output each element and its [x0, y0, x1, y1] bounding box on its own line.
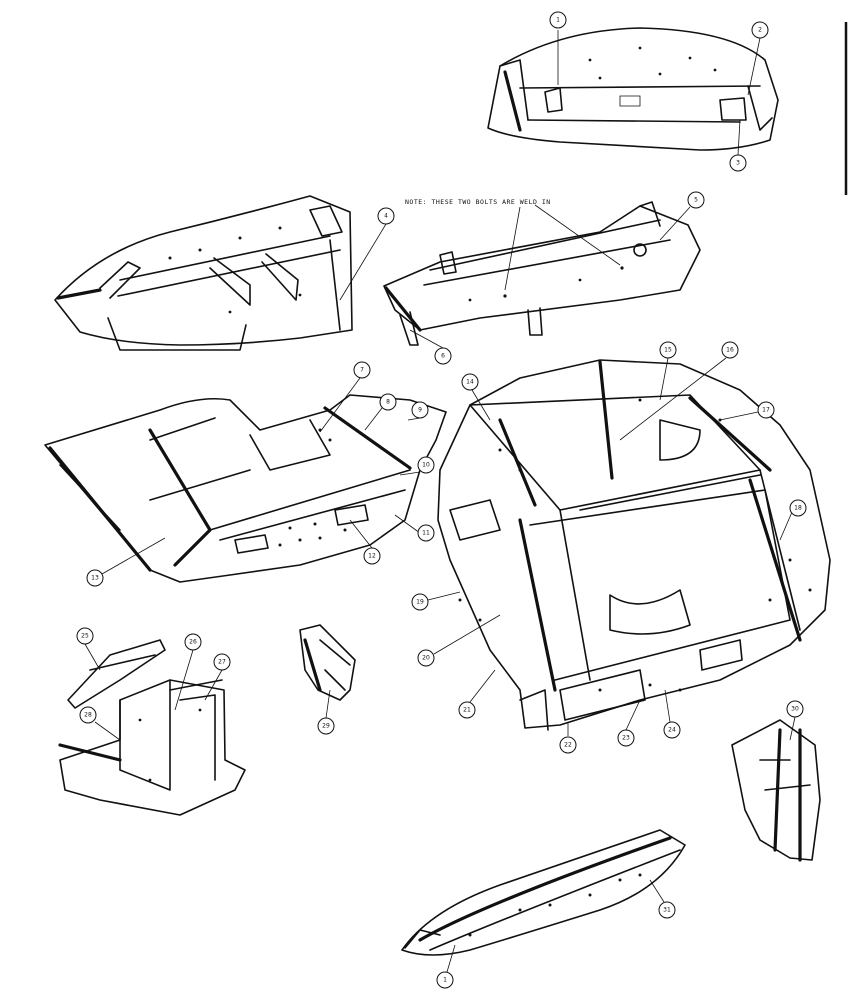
view-a-rear-panel: [487, 27, 779, 151]
callout-balloon: 22: [559, 722, 577, 754]
svg-text:3: 3: [736, 160, 740, 167]
svg-text:27: 27: [218, 659, 226, 666]
svg-text:8: 8: [386, 399, 390, 406]
svg-text:14: 14: [466, 379, 474, 386]
view-e-floor-assembly: [437, 359, 831, 731]
callout-balloon: 11: [394, 514, 435, 542]
callout-balloon: 8: [364, 393, 397, 431]
svg-text:1: 1: [556, 17, 560, 24]
callout-balloon: 1: [549, 11, 567, 85]
svg-text:19: 19: [416, 599, 424, 606]
callouts: 1 2 3 4 5 6 7 8 9 10 11 12 13 14 15 16 1…: [76, 11, 807, 989]
svg-text:18: 18: [794, 505, 802, 512]
view-c-panel-weld-bolts: NOTE: THESE TWO BOLTS ARE WELD IN: [383, 198, 701, 346]
svg-text:15: 15: [664, 347, 672, 354]
svg-text:26: 26: [189, 639, 197, 646]
callout-balloon: 3: [729, 119, 747, 172]
weld-note: NOTE: THESE TWO BOLTS ARE WELD IN: [405, 198, 551, 206]
svg-text:24: 24: [668, 727, 676, 734]
callout-balloon: 2: [747, 21, 769, 96]
callout-balloon: 10: [399, 456, 435, 476]
svg-text:13: 13: [91, 575, 99, 582]
callout-balloon: 5: [659, 191, 705, 241]
callout-balloon: 21: [458, 669, 496, 719]
callout-balloon: 28: [79, 706, 121, 741]
callout-balloon: 29: [317, 689, 335, 735]
callout-balloon: 4: [339, 207, 395, 301]
callout-balloon: 25: [76, 627, 101, 671]
svg-text:21: 21: [463, 707, 471, 714]
callout-balloon: 14: [461, 373, 491, 421]
callout-balloon: 6: [409, 329, 452, 365]
svg-text:2: 2: [758, 27, 762, 34]
svg-text:7: 7: [360, 367, 364, 374]
callout-balloon: 17: [719, 401, 775, 421]
svg-text:6: 6: [441, 353, 445, 360]
callout-balloon: 12: [349, 519, 381, 565]
svg-text:28: 28: [84, 712, 92, 719]
svg-text:29: 29: [322, 723, 330, 730]
callout-balloon: 23: [617, 699, 641, 747]
svg-text:30: 30: [791, 706, 799, 713]
view-g-small-bracket: [299, 624, 356, 701]
svg-text:16: 16: [726, 347, 734, 354]
view-h-rail-detail: [731, 719, 821, 862]
view-b-panel-brackets: [54, 195, 353, 351]
callout-balloon: 15: [659, 341, 677, 401]
svg-text:11: 11: [422, 530, 430, 537]
view-d-seat-base: [44, 394, 447, 583]
svg-text:23: 23: [622, 735, 630, 742]
callout-balloon: 26: [174, 633, 202, 711]
callout-balloon: 31: [649, 879, 676, 919]
callout-balloon: 20: [417, 614, 501, 667]
svg-text:4: 4: [384, 213, 388, 220]
svg-text:31: 31: [663, 907, 671, 914]
svg-text:1: 1: [443, 977, 447, 984]
svg-text:25: 25: [81, 633, 89, 640]
callout-balloon: 13: [86, 537, 166, 587]
callout-balloon: 27: [204, 653, 231, 701]
callout-balloon: 18: [779, 499, 807, 541]
svg-text:20: 20: [422, 655, 430, 662]
callout-balloon: 19: [411, 591, 461, 611]
svg-text:9: 9: [418, 407, 422, 414]
svg-text:22: 22: [564, 742, 572, 749]
callout-balloon: 1: [436, 944, 456, 989]
svg-text:5: 5: [694, 197, 698, 204]
view-f-box-bracket: [58, 639, 246, 816]
callout-balloon: 9: [407, 401, 429, 421]
callout-balloon: 30: [786, 700, 804, 741]
view-i-long-channel: [401, 829, 686, 956]
svg-text:10: 10: [422, 462, 430, 469]
callout-balloon: 16: [619, 341, 739, 441]
svg-text:17: 17: [762, 407, 770, 414]
callout-balloon: 7: [319, 361, 371, 433]
svg-text:12: 12: [368, 553, 376, 560]
callout-balloon: 24: [663, 689, 681, 739]
